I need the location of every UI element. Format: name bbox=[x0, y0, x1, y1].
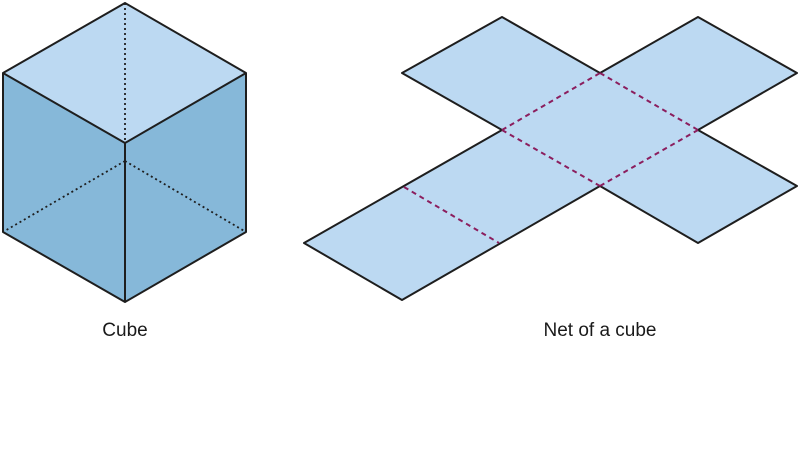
cube-edge-top-left bbox=[2, 72, 126, 144]
hidden-edge-right bbox=[124, 160, 247, 233]
cube bbox=[2, 2, 247, 303]
fold-line-5 bbox=[403, 186, 500, 244]
fold-line-1 bbox=[501, 72, 601, 131]
fold-line-4 bbox=[599, 129, 699, 187]
cube-net bbox=[303, 16, 798, 301]
cube-edge-top-right bbox=[124, 72, 247, 144]
net-fold-lines bbox=[403, 72, 699, 244]
cube-outline bbox=[2, 2, 247, 303]
hidden-edge-left bbox=[2, 160, 126, 233]
cube-right-face bbox=[125, 73, 246, 302]
net-caption: Net of a cube bbox=[543, 320, 657, 341]
cube-caption: Cube bbox=[102, 320, 148, 341]
cube-left-face bbox=[3, 73, 125, 302]
fold-line-3 bbox=[501, 129, 601, 187]
fold-line-2 bbox=[599, 72, 699, 131]
cube-hidden-edges bbox=[2, 3, 247, 233]
